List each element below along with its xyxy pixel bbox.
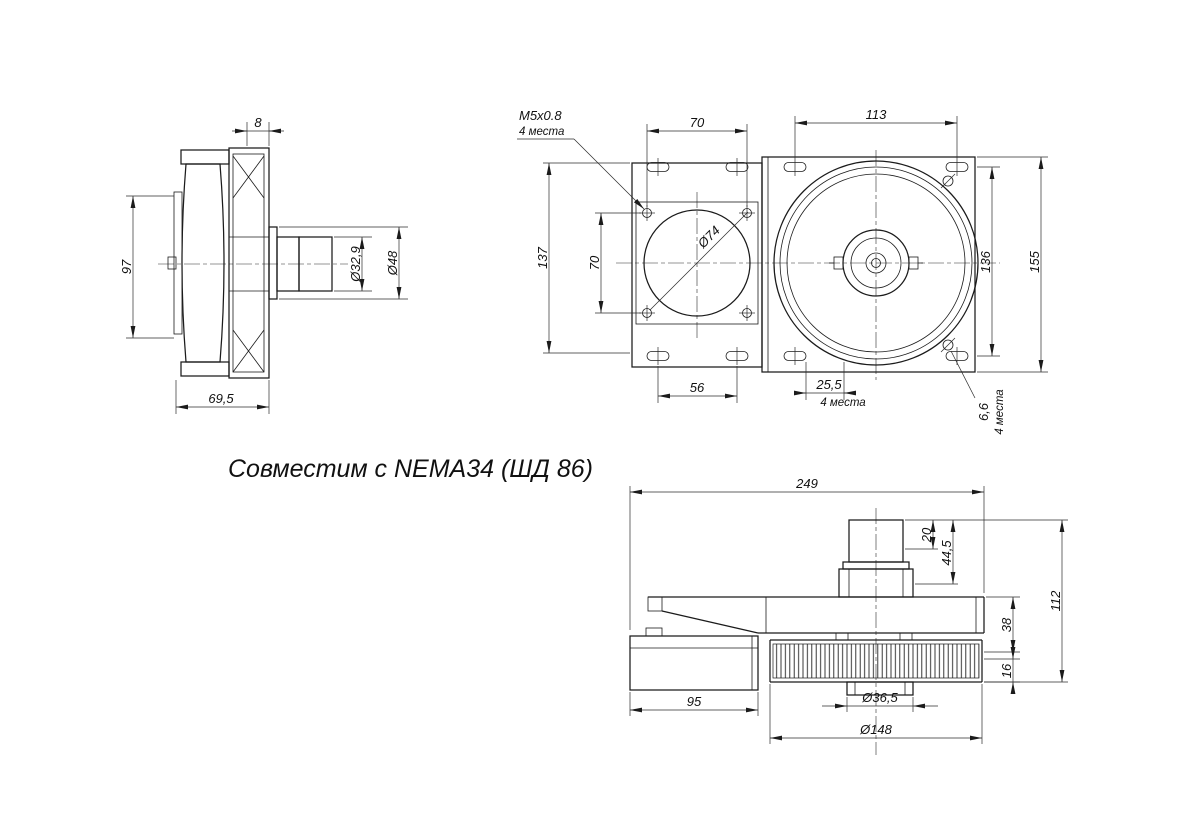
front-view: M5x0.8 4 места 70 113 137 70: [517, 107, 1048, 435]
bottom-view: 249 20 44,5 38 16: [629, 476, 1068, 755]
gear-disc: [769, 639, 983, 696]
corner-hole: [940, 173, 956, 189]
mounting-hole: [739, 305, 755, 321]
dim-25-5-places-label: 4 места: [820, 397, 865, 409]
mounting-slot: [945, 158, 969, 176]
dim-32-9-label: Ø32,9: [348, 246, 363, 282]
mounting-hole: [639, 205, 655, 221]
dim-95-label: 95: [687, 694, 702, 709]
dim-boss-dia: Ø48: [279, 226, 408, 300]
dim-overall-height: 155: [977, 156, 1048, 373]
mounting-slot: [725, 158, 749, 176]
dim-48-label: Ø48: [385, 250, 400, 276]
output-shaft: [268, 226, 333, 300]
bottom-hub: [846, 681, 914, 696]
dim-113-label: 113: [866, 107, 887, 122]
dim-slot-span-top: 113: [794, 107, 958, 158]
input-shaft: [838, 519, 914, 598]
dim-36-5-label: Ø36,5: [861, 690, 898, 705]
mounting-hole: [639, 305, 655, 321]
timing-pulley-side: [167, 149, 230, 377]
dim-136-label: 136: [978, 250, 993, 272]
bore-dia-leader: [649, 211, 749, 311]
side-view: 8 97 Ø32,9 Ø48 69,5: [119, 115, 408, 414]
dim-slot-offset: 25,5 4 места: [794, 362, 866, 409]
dim-69-5-label: 69,5: [208, 391, 234, 406]
dim-44-5-label: 44,5: [939, 540, 954, 566]
dim-112-label: 112: [1048, 590, 1063, 611]
dim-depth: 69,5: [175, 380, 270, 414]
dim-249-label: 249: [795, 476, 818, 491]
compatibility-note: Совместим с NEMA34 (ШД 86): [228, 455, 593, 483]
dim-25-5-label: 25,5: [815, 377, 842, 392]
dim-slot-spacing-bottom: 56: [657, 366, 738, 403]
mounting-slot: [783, 158, 807, 176]
mounting-slot: [725, 347, 749, 365]
shaft-boss: [268, 226, 278, 300]
dim-97-label: 97: [119, 259, 134, 274]
dim-flange-height: 137: [535, 162, 630, 354]
table-plate: [647, 596, 985, 641]
dim-slot-span-side: 136: [977, 166, 1000, 357]
dim-6-6-places-label: 4 места: [994, 389, 1006, 434]
dim-flange-offset: 8: [232, 115, 284, 146]
corner-hole: [940, 337, 956, 353]
dim-gear-dia: Ø148: [769, 684, 983, 744]
dim-6-6-label: 6,6: [976, 402, 991, 421]
mounting-slot: [646, 347, 670, 365]
pilot-bore-circle: [643, 209, 751, 317]
dim-gear-band: 16: [984, 647, 1020, 694]
dim-155-label: 155: [1027, 250, 1042, 272]
callout-leader: [573, 138, 645, 210]
thread-callout: M5x0.8 4 места: [517, 108, 645, 210]
housing-side: [228, 147, 270, 379]
dim-8-label: 8: [254, 115, 262, 130]
dim-56-label: 56: [690, 380, 705, 395]
dim-16-label: 16: [999, 663, 1014, 678]
dim-38-label: 38: [999, 617, 1014, 632]
mounting-flange: [635, 201, 759, 325]
dim-overall-height-bottom: 112: [984, 520, 1068, 683]
dim-plate-height: 38: [984, 596, 1020, 653]
dim-knurl-dia: Ø32,9: [334, 236, 372, 292]
dim-137-label: 137: [535, 246, 550, 268]
dim-70v-label: 70: [587, 255, 602, 270]
dim-148-label: Ø148: [859, 722, 893, 737]
plate-boss: [647, 596, 663, 612]
dim-hole-spacing-v: 70: [587, 212, 641, 314]
dim-hub-dia: Ø36,5: [822, 690, 938, 712]
knurled-shaft: [298, 236, 333, 292]
motor-box-tab: [645, 627, 663, 637]
motor-plate: [631, 162, 763, 368]
dim-motor-box-width: 95: [629, 692, 759, 716]
dim-bore-label: Ø74: [694, 223, 723, 252]
dim-body-height: 97: [119, 195, 174, 339]
dim-20-label: 20: [919, 527, 934, 543]
dim-hole-spacing-h: 70: [646, 115, 748, 207]
mounting-hole: [739, 205, 755, 221]
gear-teeth: [772, 643, 980, 679]
mounting-slot: [646, 158, 670, 176]
dim-shaft-tip: 20: [905, 519, 1068, 550]
thread-callout-label: M5x0.8: [519, 108, 562, 123]
dim-corner-hole: 6,6 4 места: [950, 350, 1006, 435]
dim-70h-label: 70: [690, 115, 705, 130]
motor-box: [629, 627, 759, 691]
dim-shaft-assembly: 44,5: [915, 520, 958, 585]
dim-overall-width: 249: [629, 476, 985, 630]
mounting-slot: [783, 347, 807, 365]
set-screw: [167, 256, 177, 270]
thread-places-label: 4 места: [519, 126, 564, 138]
drive-pulley: [773, 160, 979, 366]
